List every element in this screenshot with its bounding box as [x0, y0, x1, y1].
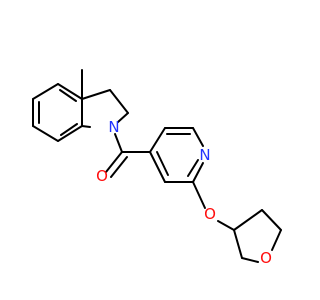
atom-label-ether-oxygen: O — [204, 205, 216, 223]
double-bond-inner — [187, 159, 199, 177]
atom-label-oxolane-oxygen: O — [260, 249, 272, 267]
double-bond-inner — [156, 151, 169, 176]
bond — [109, 89, 129, 114]
carbonyl-double-bond — [110, 156, 128, 178]
bond — [81, 125, 91, 128]
carbonyl-double-bond — [105, 151, 123, 173]
nitrogen-label: N — [108, 118, 119, 136]
pyridine-ring — [149, 127, 204, 183]
bond — [271, 229, 282, 251]
oxygen-label: O — [260, 249, 272, 267]
bond — [261, 209, 282, 231]
bond — [192, 162, 204, 183]
bond — [192, 127, 204, 147]
bond — [241, 257, 259, 263]
bond — [149, 127, 166, 153]
bond — [32, 125, 59, 142]
atom-label-pyridine-nitrogen: N — [199, 146, 210, 164]
indoline-pyrrolidine-ring — [81, 89, 129, 128]
double-bond-inner — [60, 123, 78, 136]
chemical-structure-diagram: N O N O O — [32, 69, 282, 267]
bond — [114, 133, 123, 153]
double-bond-inner — [59, 89, 77, 102]
oxygen-label: O — [96, 167, 108, 185]
indoline-benzene-ring — [32, 83, 83, 142]
nitrogen-label: N — [199, 146, 210, 164]
bond — [117, 112, 129, 123]
oxygen-label: O — [204, 205, 216, 223]
bond — [233, 229, 243, 259]
atom-label-carbonyl-oxygen: O — [96, 167, 108, 185]
bond — [57, 125, 83, 142]
bond — [32, 83, 59, 100]
atom-label-indoline-nitrogen: N — [108, 118, 119, 136]
bond — [57, 83, 83, 100]
bond — [81, 89, 111, 100]
bond — [149, 151, 166, 183]
bond — [233, 209, 263, 231]
oxolane-ring — [233, 209, 282, 263]
bond — [217, 220, 235, 231]
bond — [192, 181, 206, 209]
